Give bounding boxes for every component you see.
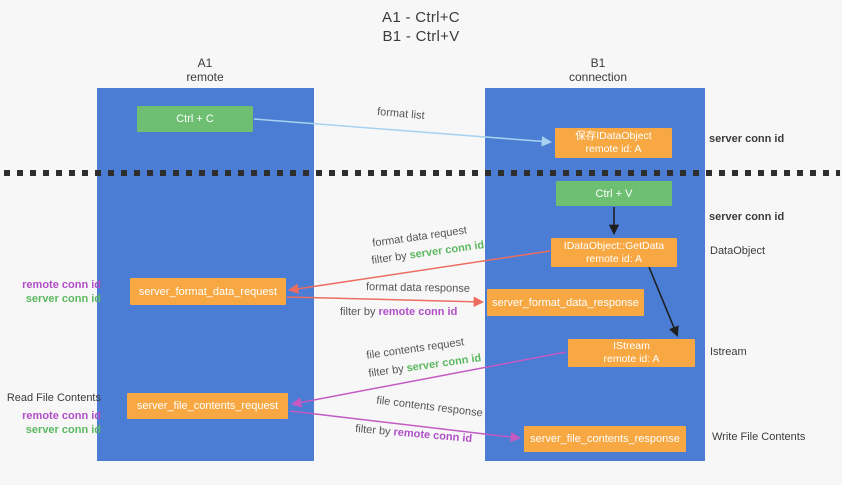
column-b1-sub: connection	[568, 70, 628, 84]
arrow-format-data-request	[287, 250, 551, 294]
node-save-idataobject: 保存IDataObject remote id: A	[555, 128, 672, 158]
arrow-file-contents-request	[290, 351, 567, 408]
leftlabel-group-file: Read File Contents remote conn id server…	[0, 391, 101, 437]
leftlabel-group-format: remote conn id server conn id	[0, 278, 101, 306]
node-format-request-label: server_format_data_request	[138, 285, 278, 298]
node-ctrl-v-label: Ctrl + V	[595, 187, 633, 200]
sidelabel-server-conn-id-mid: server conn id	[709, 211, 785, 223]
column-a1-name: A1	[197, 56, 213, 70]
column-header-b1: B1 connection	[528, 56, 668, 84]
arrow-format-list	[253, 118, 553, 147]
leftlabel-server-conn-id-bottom: server conn id	[25, 424, 101, 436]
leftlabel-server-conn-id-top: server conn id	[25, 293, 101, 305]
node-save-idataobject-line2: remote id: A	[585, 143, 642, 155]
node-getdata-line2: remote id: A	[585, 252, 643, 265]
arrow-getdata-to-istream	[648, 266, 679, 337]
arrow-format-data-response	[286, 296, 485, 308]
node-server-format-data-response: server_format_data_response	[487, 289, 644, 316]
sidelabel-dataobject: DataObject	[710, 245, 766, 257]
node-format-response-label: server_format_data_response	[492, 296, 639, 309]
arrow-file-contents-response	[289, 410, 522, 443]
label-format-data-response: format data response	[366, 281, 470, 295]
label-format-data-response-text: format data response	[365, 281, 471, 295]
node-file-request-label: server_file_contents_request	[136, 400, 279, 412]
node-idataobject-getdata: IDataObject::GetData remote id: A	[551, 238, 677, 267]
node-istream: IStream remote id: A	[568, 339, 695, 367]
title-line-2: B1 - Ctrl+V	[382, 28, 460, 45]
filter-key-remote-conn-id: remote conn id	[378, 306, 458, 318]
node-getdata-line1: IDataObject::GetData	[563, 239, 665, 252]
node-ctrl-c-label: Ctrl + C	[176, 113, 214, 125]
node-file-response-label: server_file_contents_response	[530, 433, 680, 445]
node-server-file-contents-response: server_file_contents_response	[524, 426, 686, 452]
node-server-format-data-request: server_format_data_request	[130, 278, 286, 305]
node-istream-line2: remote id: A	[603, 353, 660, 365]
title-line-1: A1 - Ctrl+C	[382, 9, 460, 26]
node-save-idataobject-line1: 保存IDataObject	[575, 130, 652, 142]
node-istream-line1: IStream	[613, 340, 650, 352]
filter-prefix: filter by	[340, 306, 376, 318]
column-header-a1: A1 remote	[135, 56, 275, 84]
leftlabel-read-file-contents: Read File Contents	[6, 392, 101, 404]
sidelabel-server-conn-id-top: server conn id	[709, 133, 785, 145]
node-server-file-contents-request: server_file_contents_request	[127, 393, 288, 419]
column-a1-sub: remote	[186, 70, 224, 84]
sidelabel-istream: Istream	[710, 346, 747, 358]
diagram-title: A1 - Ctrl+C B1 - Ctrl+V	[0, 8, 842, 46]
column-b1-name: B1	[590, 56, 606, 70]
sidelabel-write-file-contents: Write File Contents	[712, 431, 806, 443]
leftlabel-remote-conn-id-bottom: remote conn id	[22, 410, 101, 422]
node-ctrl-v: Ctrl + V	[556, 181, 672, 206]
leftlabel-remote-conn-id-top: remote conn id	[22, 279, 101, 291]
node-ctrl-c: Ctrl + C	[137, 106, 253, 132]
